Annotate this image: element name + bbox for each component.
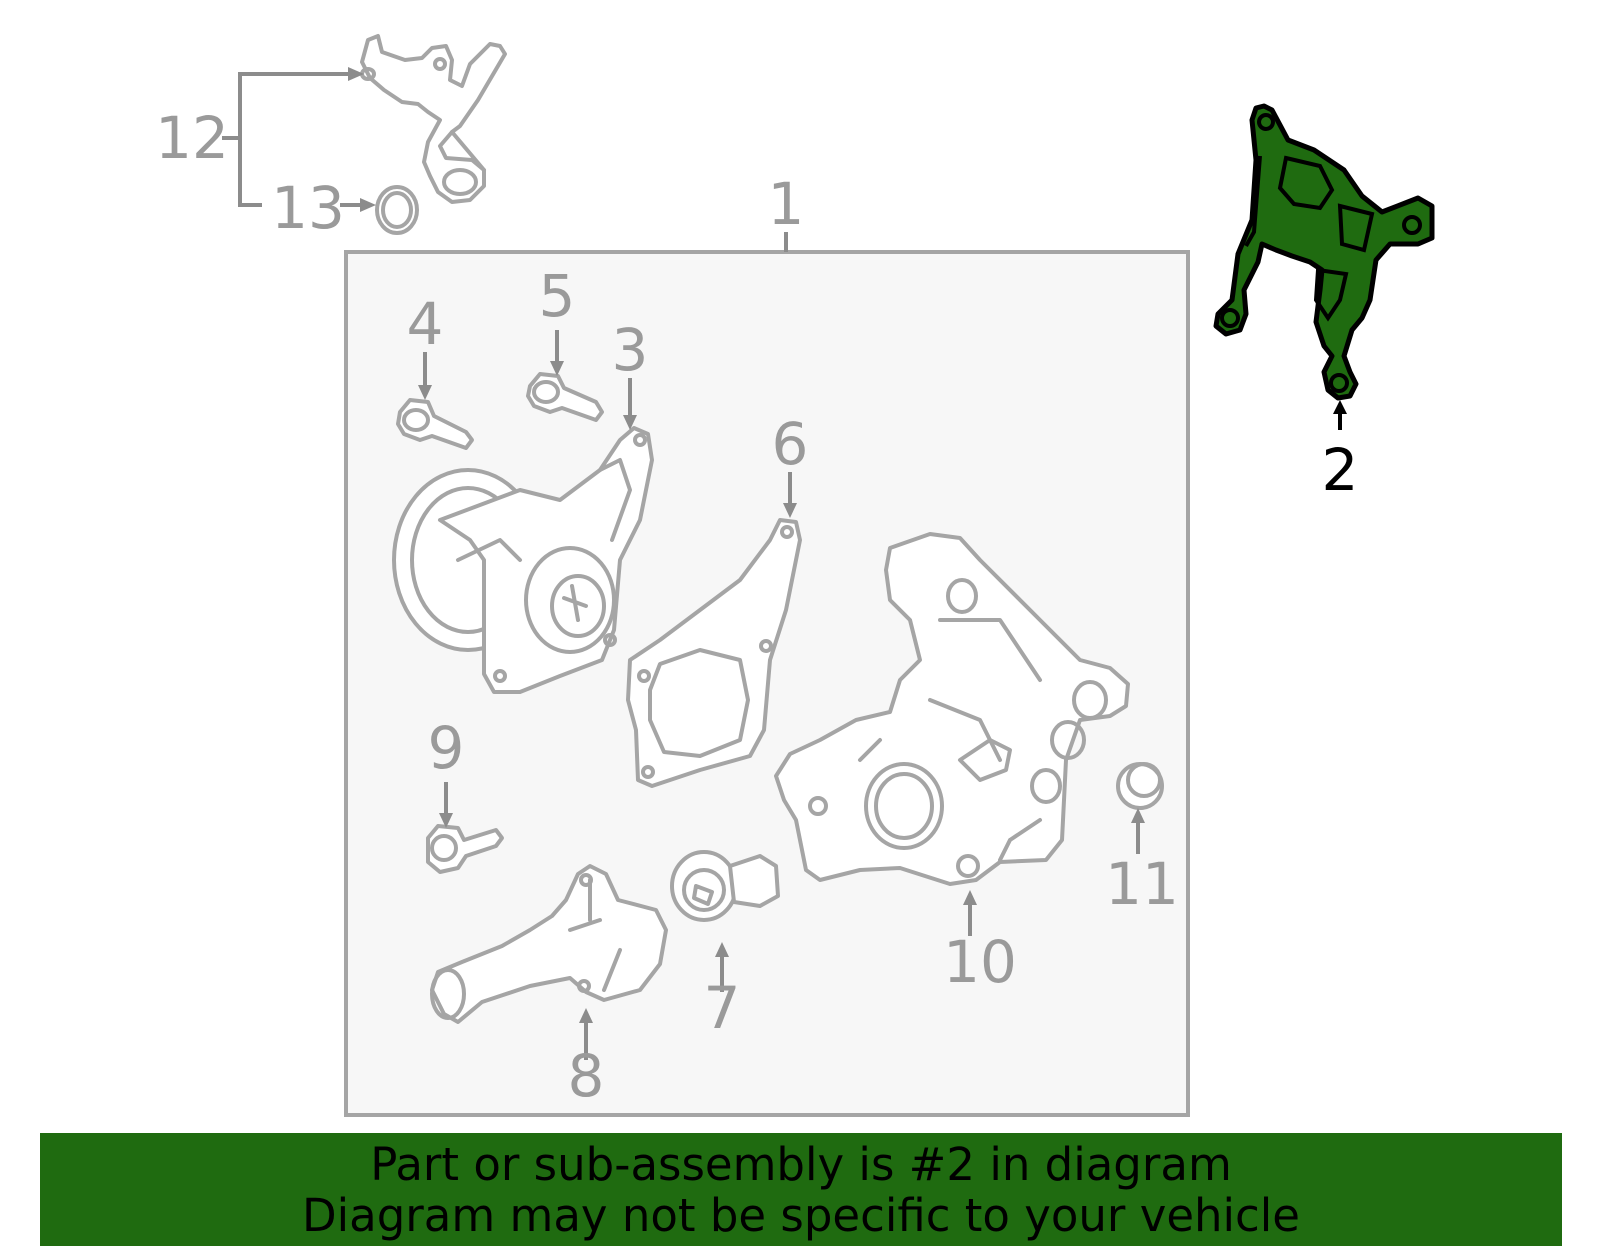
- cap-part: [1116, 762, 1164, 810]
- banner-line-1: Part or sub-assembly is #2 in diagram: [370, 1138, 1232, 1191]
- callout-9: 9: [428, 714, 465, 782]
- callout-12: 12: [155, 104, 229, 172]
- pump-gasket-part: [626, 518, 802, 788]
- callout-11: 11: [1105, 850, 1179, 918]
- leader-12: [238, 72, 350, 138]
- water-pump-part: [392, 426, 654, 694]
- bolt-4-part: [396, 398, 474, 450]
- water-inlet-part: [430, 864, 668, 1024]
- bolt-5-part: [526, 372, 604, 422]
- callout-13: 13: [271, 174, 345, 242]
- callout-1: 1: [768, 170, 805, 238]
- thermostat-part: [670, 850, 780, 922]
- callout-7: 7: [704, 974, 741, 1042]
- o-ring-part: [375, 185, 419, 235]
- callout-10: 10: [943, 928, 1017, 996]
- bolt-9-part: [426, 824, 504, 874]
- water-outlet-housing-part: [774, 532, 1130, 886]
- water-pipe-part: [360, 34, 507, 204]
- callout-4: 4: [407, 290, 444, 358]
- banner-line-2: Diagram may not be specific to your vehi…: [302, 1189, 1300, 1242]
- callout-5: 5: [539, 262, 576, 330]
- info-banner: Part or sub-assembly is #2 in diagram Di…: [40, 1133, 1562, 1246]
- callout-3: 3: [612, 316, 649, 384]
- callout-2: 2: [1322, 436, 1359, 504]
- callout-8: 8: [568, 1042, 605, 1110]
- callout-6: 6: [772, 410, 809, 478]
- gasket-part-highlighted: [1213, 103, 1435, 401]
